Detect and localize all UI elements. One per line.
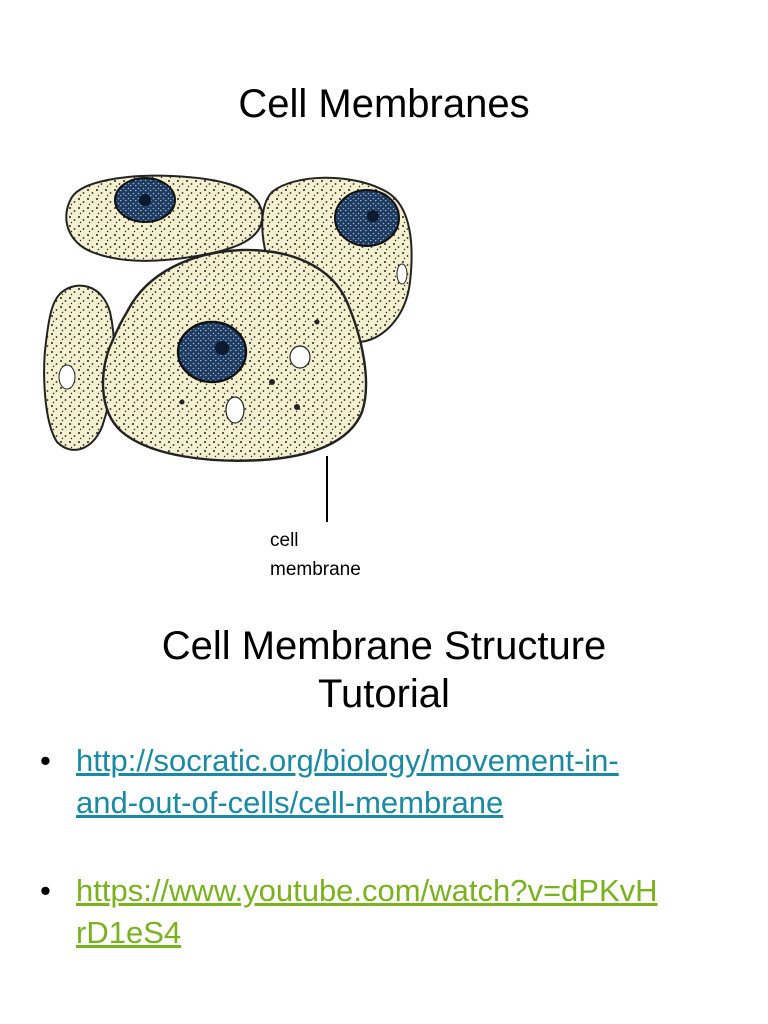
link-line-1: http://socratic.org/biology/movement-in- [76,743,619,778]
list-item: • https://www.youtube.com/watch?v=dPKvH … [40,870,740,954]
cell-illustration [32,152,442,502]
link-line-2: rD1eS4 [76,915,182,950]
cell-left [43,284,116,451]
slide2-title-line-1: Cell Membrane Structure [161,624,607,668]
cell-illustration-svg [43,174,413,462]
nucleus-top-right [334,189,400,247]
nucleus-center [176,320,248,384]
link-list: • http://socratic.org/biology/movement-i… [40,740,740,954]
socratic-link[interactable]: http://socratic.org/biology/movement-in-… [76,743,619,820]
cell-membrane-label: cell membrane [270,526,430,584]
slide-title: Cell Membranes [238,82,530,126]
slide2-title-line-2: Tutorial [318,672,450,716]
bullet-icon: • [40,873,51,908]
list-item: • http://socratic.org/biology/movement-i… [40,740,740,824]
label-line-1: cell [270,530,299,551]
slide2-title: Cell Membrane Structure Tutorial [0,622,768,718]
label-leader-line [326,456,328,522]
link-line-1: https://www.youtube.com/watch?v=dPKvH [76,873,658,908]
youtube-link[interactable]: https://www.youtube.com/watch?v=dPKvH rD… [76,873,658,950]
bullet-icon: • [40,743,51,778]
label-line-2: membrane [270,559,361,580]
link-line-2: and-out-of-cells/cell-membrane [76,785,504,820]
